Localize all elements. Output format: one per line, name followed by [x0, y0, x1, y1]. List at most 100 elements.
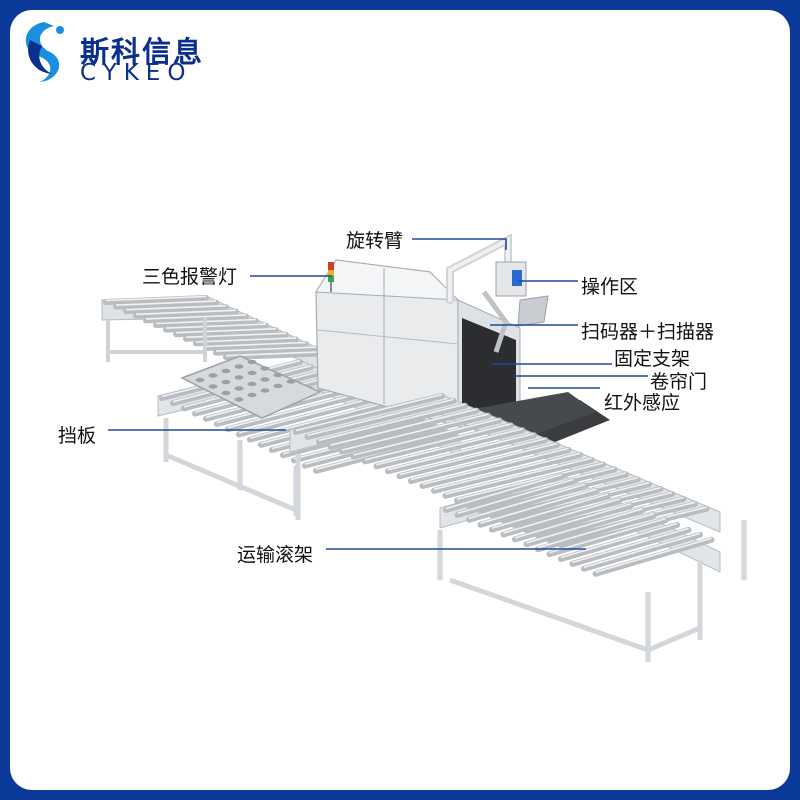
baffle-plate [180, 355, 322, 419]
roller-highlight [583, 532, 701, 569]
scanner-cabinet [315, 233, 610, 452]
roller-highlight [560, 522, 678, 559]
roller-highlight [238, 396, 378, 434]
baffle-hole [260, 377, 270, 382]
roller-highlight [195, 337, 297, 343]
roller-highlight [595, 537, 712, 573]
callout-scanner: 扫码器＋扫描器 [581, 321, 715, 343]
roller-highlight [225, 350, 327, 357]
roller-highlight [145, 314, 247, 320]
baffle-hole [221, 390, 231, 396]
roller [183, 331, 289, 342]
roller-highlight [468, 483, 586, 520]
roller-highlight [215, 346, 317, 352]
baffle-hole [273, 383, 283, 389]
roller [293, 393, 445, 435]
roller [143, 313, 249, 324]
roller-highlight [433, 452, 581, 491]
roller [316, 402, 468, 445]
callout-fixed-bracket: 固定支架 [614, 348, 691, 370]
roller-highlight [205, 341, 307, 348]
roller-highlight [526, 508, 643, 544]
callout-leader-lines [108, 238, 648, 550]
roller-highlight [503, 498, 620, 534]
roller [339, 412, 491, 455]
roller-highlight [387, 432, 535, 471]
baffle-hole [260, 366, 270, 371]
roller [558, 522, 680, 562]
baffle-hole [221, 379, 231, 385]
callout-rolling-door: 卷帘门 [650, 371, 708, 393]
roller [523, 507, 646, 548]
image-frame: 斯科信息 CYKEO 旋转臂 三色报警灯 操作区 扫码器＋扫描器 固定支架 卷帘… [10, 10, 790, 790]
roller-highlight [227, 390, 367, 429]
roller-highlight [330, 408, 477, 446]
baffle-hole [247, 392, 257, 398]
roller-highlight [307, 398, 454, 437]
callout-rotating-arm: 旋转臂 [346, 230, 404, 252]
baffle-hole [247, 359, 257, 365]
roller [512, 502, 634, 543]
roller-highlight [572, 527, 689, 564]
roller [113, 299, 219, 310]
roller-highlight [422, 447, 569, 486]
roller [535, 512, 657, 553]
roller [396, 437, 549, 480]
roller [442, 456, 595, 499]
roller [163, 322, 269, 333]
roller [133, 308, 239, 319]
roller [313, 431, 457, 474]
brand-name-cn: 斯科信息 [80, 35, 205, 69]
roller [443, 473, 565, 513]
callout-infrared-sensor: 红外感应 [604, 392, 681, 414]
baffle-hole [195, 377, 205, 383]
roller-highlight [135, 309, 237, 316]
roller-highlight [105, 295, 207, 302]
baffle-hole [286, 379, 296, 384]
baffle-hole [234, 364, 244, 369]
roller [203, 341, 309, 351]
roller-highlight [457, 478, 574, 515]
conveyor-scanner-illustration [25, 22, 747, 662]
callout-operation-area: 操作区 [581, 276, 639, 298]
roller-highlight [353, 418, 500, 456]
roller-highlight [456, 462, 604, 500]
baffle-hole [260, 388, 270, 393]
roller [213, 345, 319, 356]
roller [304, 397, 457, 440]
baffle-hole [208, 373, 218, 378]
roller-highlight [318, 403, 466, 442]
baffle-hole [234, 397, 244, 402]
roller [193, 336, 299, 347]
baffle-hole [234, 386, 244, 391]
roller-highlight [549, 517, 666, 554]
roller [362, 422, 514, 465]
roller [236, 395, 380, 438]
roller [173, 327, 279, 338]
roller [477, 487, 600, 528]
callout-signal-light: 三色报警灯 [142, 266, 238, 288]
roller-highlight [480, 488, 597, 524]
roller-highlight [185, 332, 287, 339]
callout-roller-conveyor: 运输滚架 [237, 544, 314, 566]
roller [302, 426, 446, 469]
roller [592, 536, 715, 577]
roller-highlight [364, 423, 512, 461]
roller [225, 390, 369, 433]
roller-highlight [410, 442, 558, 481]
roller [103, 295, 209, 305]
roller [454, 477, 577, 518]
roller [431, 451, 583, 494]
roller-highlight [295, 393, 443, 432]
brand-logo-icon [25, 22, 64, 82]
baffle-hole [208, 384, 218, 389]
baffle-hole [234, 375, 244, 380]
roller-highlight [249, 401, 389, 439]
roller [373, 427, 526, 470]
roller-highlight [491, 493, 609, 529]
roller [350, 417, 503, 460]
roller-highlight [341, 413, 489, 451]
back-left-conveyor [101, 295, 329, 373]
roller [569, 526, 692, 567]
roller [327, 407, 480, 450]
